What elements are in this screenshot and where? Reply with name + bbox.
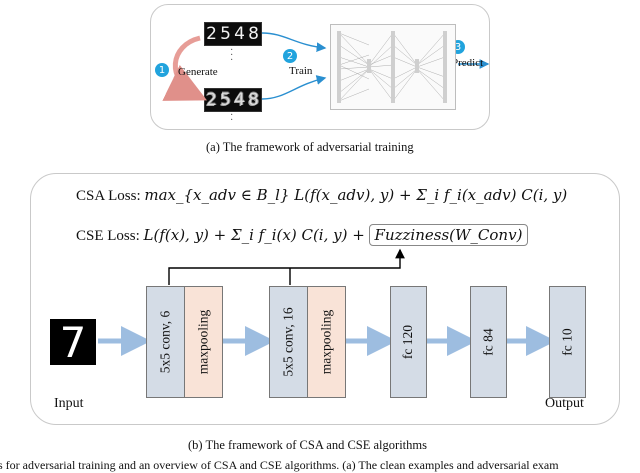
conv2-label: 5x5 conv, 16 bbox=[280, 307, 296, 377]
csa-loss-line: CSA Loss: max_{x_adv ∈ B_l} L(f(x_adv), … bbox=[76, 186, 567, 205]
predict-label: Predict bbox=[452, 57, 484, 69]
fc10-label: fc 10 bbox=[559, 328, 575, 356]
clean-digit: 2 bbox=[206, 24, 218, 44]
cse-loss-line: CSE Loss: L(f(x), y) + Σ_i f_i(x) C(i, y… bbox=[76, 224, 529, 246]
network-lines bbox=[337, 31, 447, 103]
adv-digit: 8 bbox=[248, 90, 260, 110]
adv-digit: 2 bbox=[206, 90, 218, 110]
conv2-block: 5x5 conv, 16 bbox=[269, 286, 308, 398]
input-digit-image: 7 bbox=[50, 318, 96, 367]
pool2-label: maxpooling bbox=[318, 309, 334, 375]
neural-network-graphic bbox=[330, 24, 456, 110]
adv-digit: 4 bbox=[234, 90, 246, 110]
adv-digit: 5 bbox=[220, 90, 232, 110]
fc120-block: fc 120 bbox=[390, 286, 427, 398]
csa-loss-formula: max_{x_adv ∈ B_l} L(f(x_adv), y) + Σ_i f… bbox=[144, 186, 568, 204]
vertical-ellipsis: ··· bbox=[230, 45, 234, 66]
conv1-label: 5x5 conv, 6 bbox=[157, 310, 173, 374]
pool1-block: maxpooling bbox=[184, 286, 223, 398]
train-label: Train bbox=[289, 65, 313, 77]
clean-digit: 4 bbox=[234, 24, 246, 44]
cse-loss-formula: L(f(x), y) + Σ_i f_i(x) C(i, y) + bbox=[143, 226, 365, 244]
pool1-label: maxpooling bbox=[195, 309, 211, 375]
fc84-label: fc 84 bbox=[480, 328, 496, 356]
figure-caption-text: s for adversarial training and an overvi… bbox=[0, 458, 559, 472]
output-label: Output bbox=[545, 396, 584, 411]
fc10-block: fc 10 bbox=[549, 286, 586, 398]
clean-digit: 8 bbox=[248, 24, 260, 44]
pool2-block: maxpooling bbox=[307, 286, 346, 398]
generate-arrow bbox=[162, 35, 207, 101]
step-2-badge: 2 bbox=[283, 49, 297, 63]
train-arrow-lower bbox=[261, 75, 327, 100]
clean-examples-strip: 2 5 4 8 bbox=[204, 22, 262, 46]
cse-loss-label: CSE Loss: bbox=[76, 228, 140, 244]
adversarial-examples-strip: 2 5 4 8 bbox=[204, 88, 262, 112]
input-label: Input bbox=[54, 396, 84, 411]
generate-label: Generate bbox=[178, 66, 218, 78]
caption-a: (a) The framework of adversarial trainin… bbox=[206, 140, 414, 154]
caption-b: (b) The framework of CSA and CSE algorit… bbox=[188, 438, 427, 452]
train-arrow-upper bbox=[261, 32, 327, 53]
top-arrows bbox=[162, 32, 490, 101]
csa-loss-label: CSA Loss: bbox=[76, 188, 141, 204]
fc84-block: fc 84 bbox=[470, 286, 507, 398]
clean-digit: 5 bbox=[220, 24, 232, 44]
vertical-ellipsis: ·· bbox=[230, 110, 234, 126]
fuzziness-term: Fuzziness(W_Conv) bbox=[368, 224, 529, 246]
conv1-block: 5x5 conv, 6 bbox=[146, 286, 185, 398]
fc120-label: fc 120 bbox=[400, 324, 416, 360]
step-1-badge: 1 bbox=[155, 63, 169, 77]
conv-feedback-line bbox=[168, 248, 405, 285]
